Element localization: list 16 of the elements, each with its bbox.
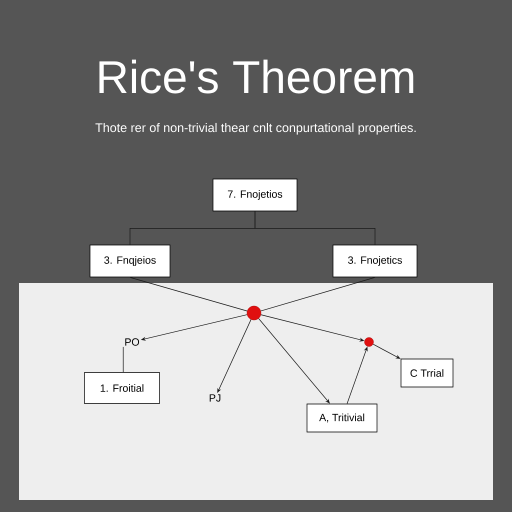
process-box: A, Tritivial [306,404,378,432]
text-label: PO [125,338,140,346]
process-box: 7. Fnojetios [212,178,298,212]
title: Rice's Theorem [99,60,414,94]
junction-dot [246,306,262,320]
connector-line [122,346,124,372]
process-box: 1. Froitial [84,372,160,404]
junction-dot [364,337,374,347]
text-label: PJ [210,394,220,402]
subtitle: Thote rer of non-trivial thear cnlt conpurtational properties. [95,122,416,135]
process-box: 3. Fnojetics [332,244,418,278]
process-box: 3. Fnqjeios [90,244,170,278]
process-box: C Trrial [400,358,454,388]
connector-line [260,277,376,312]
connector-line [130,277,248,312]
connector-line [254,211,376,245]
